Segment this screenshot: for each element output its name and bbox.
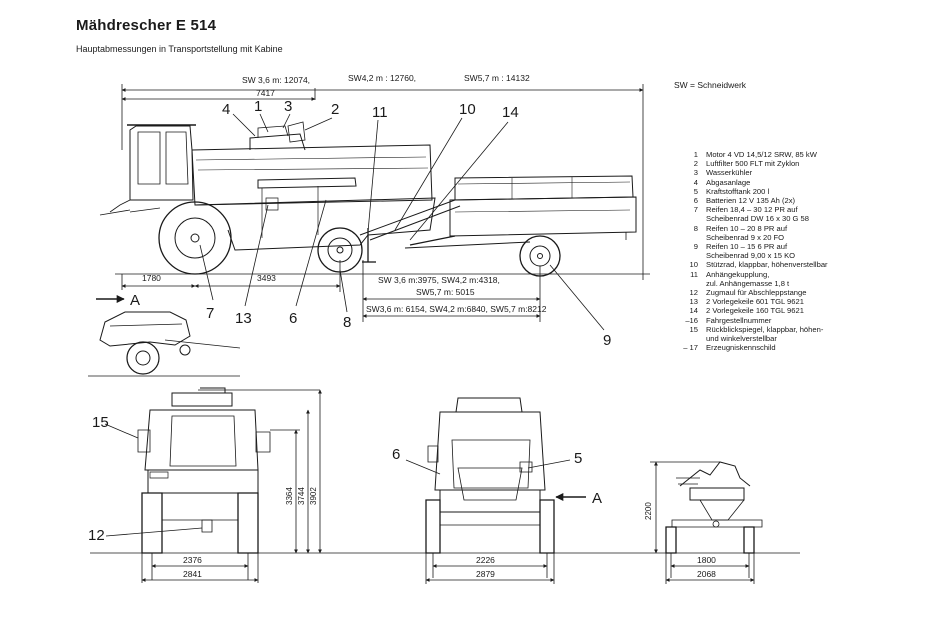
dim-cart-height: 2200 bbox=[644, 502, 653, 520]
combine-body bbox=[99, 121, 461, 263]
sw-abbreviation-legend: SW = Schneidwerk bbox=[674, 80, 747, 90]
dim-rear-width-1: 2226 bbox=[476, 555, 495, 565]
view-label-a: A bbox=[130, 292, 140, 309]
dim-trailer-c: SW3,6 m: 6154, SW4,2 m:6840, SW5,7 m:821… bbox=[366, 304, 547, 314]
callout-9: 9 bbox=[603, 332, 611, 349]
dim-front-width-2: 2841 bbox=[183, 569, 202, 579]
side-view: SW 3,6 m: 12074, SW4,2 m : 12760, SW5,7 … bbox=[96, 73, 650, 349]
callout-4: 4 bbox=[222, 101, 230, 118]
callout-8: 8 bbox=[343, 314, 351, 331]
callout-10: 10 bbox=[459, 101, 476, 118]
header-cart-view: 2200 1800 2068 bbox=[644, 461, 763, 584]
callout-13: 13 bbox=[235, 310, 252, 327]
callout-2: 2 bbox=[331, 101, 339, 118]
callout-12: 12 bbox=[88, 527, 105, 544]
callout-6: 6 bbox=[289, 310, 297, 327]
dim-front-overhang: 1780 bbox=[142, 273, 161, 283]
dim-rear-width-2: 2879 bbox=[476, 569, 495, 579]
dim-trailer-a: SW 3,6 m:3975, SW4,2 m:4318, bbox=[378, 275, 500, 285]
drive-wheel bbox=[158, 201, 232, 275]
dim-front-height-3: 3902 bbox=[309, 487, 318, 505]
dim-cart-width-2: 2068 bbox=[697, 569, 716, 579]
dim-front-height-2: 3744 bbox=[297, 487, 306, 505]
view-label-a-rear: A bbox=[592, 490, 602, 507]
dim-sw57-length: SW5,7 m : 14132 bbox=[464, 73, 530, 83]
dim-sw36-length: SW 3,6 m: 12074, bbox=[242, 75, 310, 85]
dim-front-height-1: 3364 bbox=[285, 487, 294, 505]
callout-11: 11 bbox=[372, 104, 388, 121]
page-subtitle: Hauptabmessungen in Transportstellung mi… bbox=[76, 44, 283, 54]
rear-view: A 6 5 2226 2879 bbox=[392, 397, 602, 584]
callout-1: 1 bbox=[254, 98, 262, 115]
header-trailer bbox=[404, 175, 637, 249]
bottom-dimensions bbox=[121, 260, 541, 322]
callout-15: 15 bbox=[92, 414, 109, 431]
detail-view-a bbox=[88, 311, 241, 377]
callout-14: 14 bbox=[502, 104, 519, 121]
callout-6-rear: 6 bbox=[392, 446, 400, 463]
dim-trailer-b: SW5,7 m: 5015 bbox=[416, 287, 475, 297]
callout-7: 7 bbox=[206, 305, 214, 322]
top-dimensions bbox=[121, 84, 644, 280]
front-view: 3364 3744 3902 2376 2841 15 12 bbox=[88, 387, 322, 583]
dim-front-width-1: 2376 bbox=[183, 555, 202, 565]
callout-leaders bbox=[199, 113, 605, 331]
dim-wheelbase: 3493 bbox=[257, 273, 276, 283]
dim-body-length: 7417 bbox=[256, 88, 275, 98]
callout-3: 3 bbox=[284, 98, 292, 115]
callout-5: 5 bbox=[574, 450, 582, 467]
dim-sw42-length: SW4,2 m : 12760, bbox=[348, 73, 416, 83]
dim-cart-width-1: 1800 bbox=[697, 555, 716, 565]
page-title: Mähdrescher E 514 bbox=[76, 17, 217, 34]
